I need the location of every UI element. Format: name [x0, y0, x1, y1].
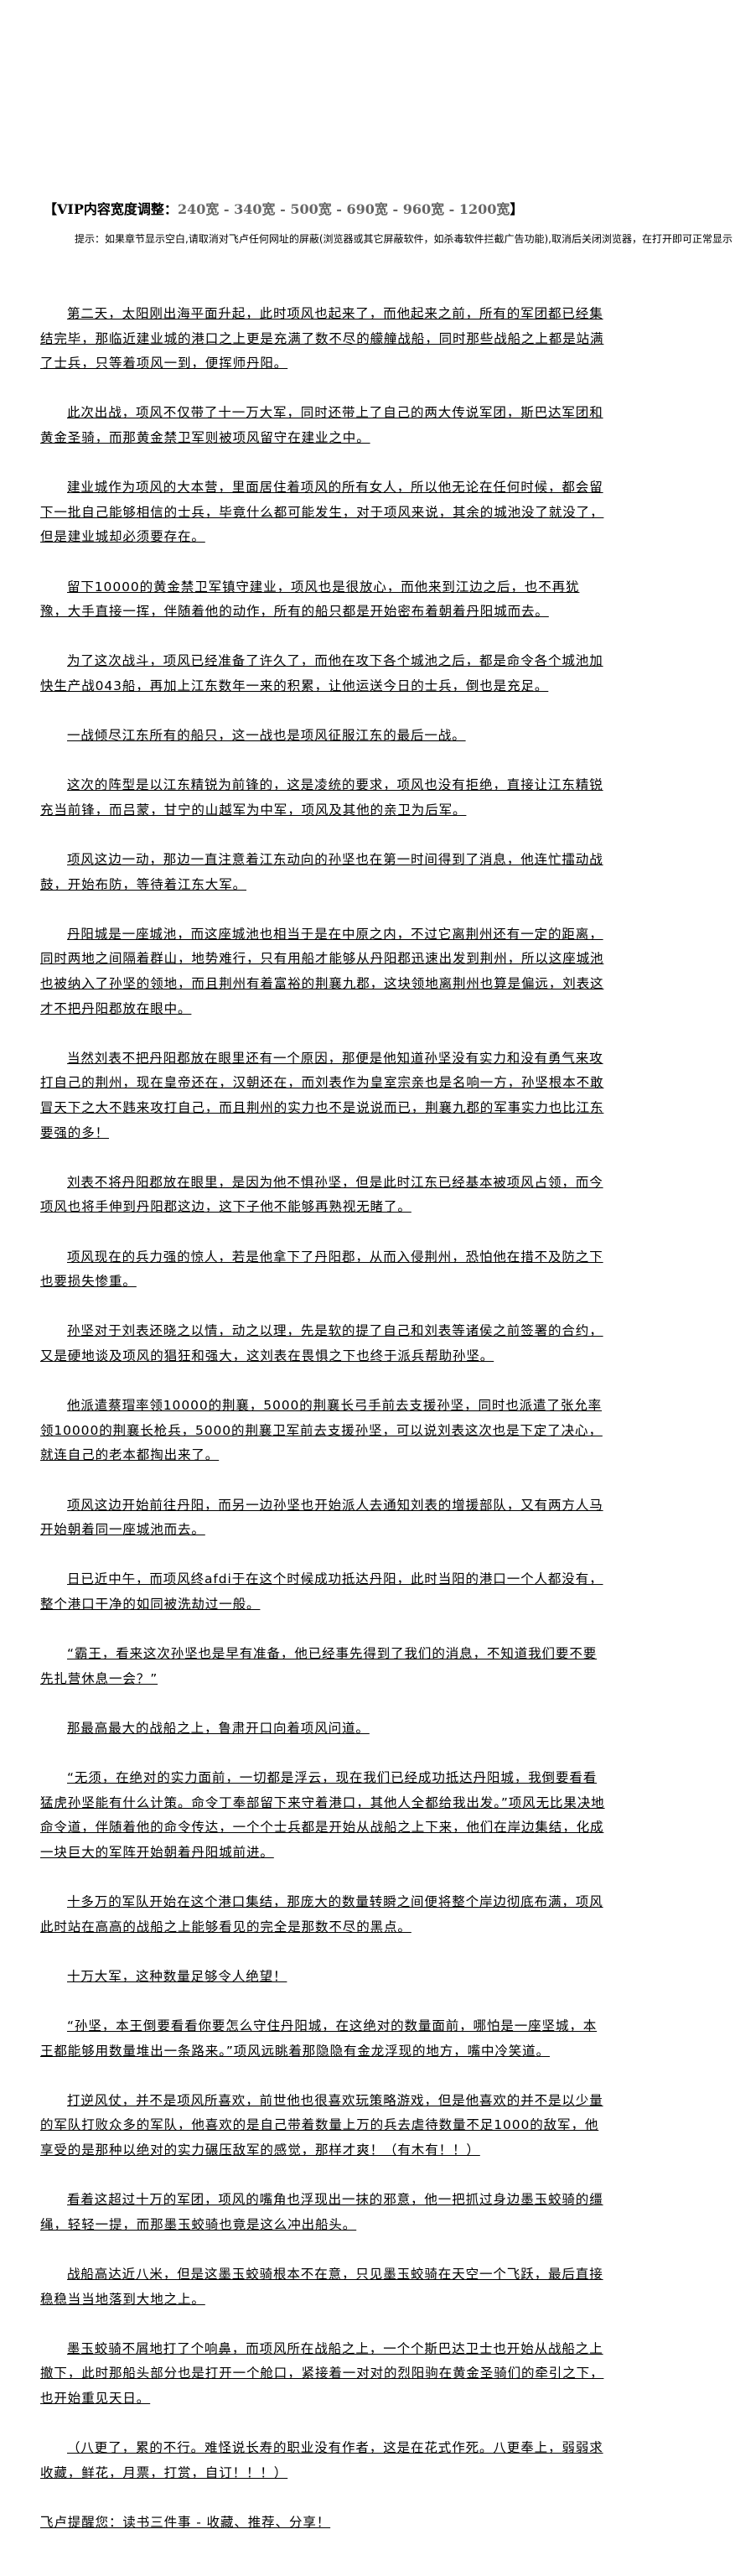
story-paragraph: 项风现在的兵力强的惊人，若是他拿下了丹阳郡，从而入侵荆州，恐怕他在措不及防之下也… — [40, 1249, 603, 1290]
story-paragraph: 孙坚对于刘表还晓之以情，动之以理，先是软的提了自己和刘表等诸侯之前签署的合约，又… — [40, 1323, 603, 1363]
story-paragraph: 战船高达近八米，但是这墨玉蛟骑根本不在意，只见墨玉蛟骑在天空一个飞跃，最后直接稳… — [40, 2266, 603, 2307]
story-paragraph: 打逆风仗，并不是项风所喜欢，前世他也很喜欢玩策略游戏，但是他喜欢的并不是以少量的… — [40, 2092, 603, 2158]
chapter-content: 第二天，太阳刚出海平面升起，此时项风也起来了，而他起来之前，所有的军团都已经集结… — [40, 302, 607, 2560]
story-paragraph: “霸王，看来这次孙坚也是早有准备，他已经事先得到了我们的消息，不知道我们要不要先… — [40, 1646, 598, 1686]
story-paragraph: 日已近中午，而项风终afdi于在这个时候成功抵达丹阳，此时当阳的港口一个人都没有… — [40, 1571, 603, 1612]
story-paragraph: 看着这超过十万的军团，项风的嘴角也浮现出一抹的邪意，他一把抓过身边墨玉蛟骑的缰绳… — [40, 2192, 603, 2232]
story-paragraph: （八更了，累的不行。难怪说长寿的职业没有作者，这是在花式作死。八更奉上，弱弱求收… — [40, 2440, 603, 2480]
story-paragraph: 第二天，太阳刚出海平面升起，此时项风也起来了，而他起来之前，所有的军团都已经集结… — [40, 306, 604, 371]
story-paragraph: “孙坚，本王倒要看看你要怎么守住丹阳城，在这绝对的数量面前，哪怕是一座坚城，本王… — [40, 2018, 598, 2059]
story-paragraph: “无须，在绝对的实力面前，一切都是浮云，现在我们已经成功抵达丹阳城，我倒要看看猛… — [40, 1770, 605, 1860]
width-separator: - — [219, 201, 235, 217]
story-paragraph: 十万大军，这种数量足够令人绝望！ — [67, 1968, 287, 1984]
width-options: 240宽 - 340宽 - 500宽 - 690宽 - 960宽 - 1200宽 — [178, 201, 510, 217]
story-paragraph: 留下10000的黄金禁卫军镇守建业，项风也是很放心，而他来到江边之后，也不再犹豫… — [40, 579, 580, 620]
story-paragraph: 这次的阵型是以江东精锐为前锋的，这是凌统的要求，项风也没有拒绝，直接让江东精锐充… — [40, 777, 603, 818]
width-option-link[interactable]: 960宽 — [402, 201, 445, 217]
story-paragraph: 一战倾尽江东所有的船只，这一战也是项风征服江东的最后一战。 — [67, 728, 466, 744]
width-separator: - — [444, 201, 459, 217]
vip-width-close: 】 — [510, 201, 524, 217]
story-paragraph: 十多万的军队开始在这个港口集结，那庞大的数量转瞬之间便将整个岸边彻底布满，项风此… — [40, 1894, 603, 1935]
width-separator: - — [275, 201, 291, 217]
story-paragraph: 他派遣蔡瑁率领10000的荆襄，5000的荆襄长弓手前去支援孙坚，同时也派遣了张… — [40, 1398, 603, 1463]
width-separator: - — [331, 201, 347, 217]
story-paragraph: 此次出战，项风不仅带了十一万大军，同时还带上了自己的两大传说军团，斯巴达军团和黄… — [40, 405, 603, 445]
story-paragraph: 项风这边开始前往丹阳，而另一边孙坚也开始派人去通知刘表的增援部队，又有两方人马开… — [40, 1497, 603, 1538]
width-separator: - — [387, 201, 403, 217]
story-paragraph: 那最高最大的战船之上，鲁肃开口向着项风问道。 — [67, 1720, 370, 1736]
width-option-link[interactable]: 340宽 — [234, 201, 276, 217]
story-paragraph: 墨玉蛟骑不屑地打了个响鼻，而项风所在战船之上，一个个斯巴达卫士也开始从战船之上撤… — [40, 2340, 604, 2406]
story-paragraph: 建业城作为项风的大本营，里面居住着项风的所有女人，所以他无论在任何时候，都会留下… — [40, 480, 604, 545]
vip-width-selector: 【VIP内容宽度调整：240宽 - 340宽 - 500宽 - 690宽 - 9… — [44, 201, 523, 218]
width-option-link[interactable]: 500宽 — [290, 201, 332, 217]
vip-width-label: 【VIP内容宽度调整： — [44, 201, 178, 217]
story-paragraph: 项风这边一动，那边一直注意着江东动向的孙坚也在第一时间得到了消息，他连忙擂动战鼓… — [40, 852, 603, 892]
story-paragraph: 丹阳城是一座城池，而这座城池也相当于是在中原之内，不过它离荆州还有一定的距离，同… — [40, 926, 604, 1016]
width-option-link[interactable]: 690宽 — [346, 201, 388, 217]
story-paragraph: 为了这次战斗，项风已经准备了许久了，而他在攻下各个城池之后，都是命令各个城池加快… — [40, 653, 603, 693]
width-option-link[interactable]: 1200宽 — [458, 201, 510, 217]
reading-tip-footer: 飞卢提醒您：读书三件事 - 收藏、推荐、分享！ — [40, 2514, 331, 2530]
story-paragraph: 当然刘表不把丹阳郡放在眼里还有一个原因，那便是他知道孙坚没有实力和没有勇气来攻打… — [40, 1050, 604, 1140]
width-option-link[interactable]: 240宽 — [177, 201, 220, 217]
blank-chapter-notice: 提示：如果章节显示空白,请取消对飞卢任何网址的屏蔽(浏览器或其它屏蔽软件，如杀毒… — [75, 233, 732, 245]
story-paragraph: 刘表不将丹阳郡放在眼里，是因为他不惧孙坚，但是此时江东已经基本被项风占领，而今项… — [40, 1174, 603, 1215]
